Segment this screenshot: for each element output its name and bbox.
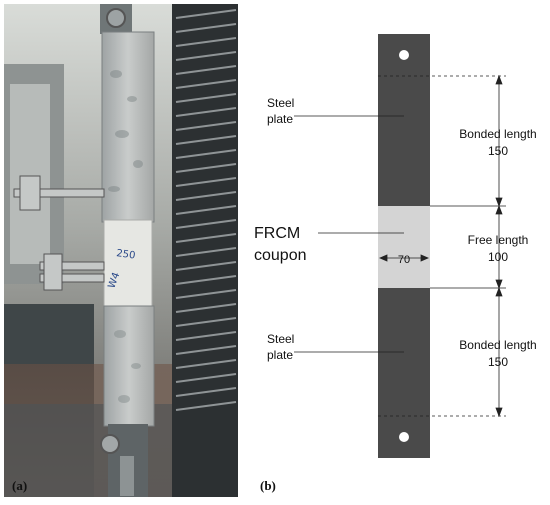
bonded-length-top-label: Bonded length xyxy=(459,127,536,141)
bonded-length-bottom-label: Bonded length xyxy=(459,338,536,352)
coupon-schematic: 70 Steel plate FRCM coupon Steel plate B… xyxy=(254,34,537,493)
test-setup-photo: 250 W4 (a) xyxy=(4,4,238,497)
width-dim-label: 70 xyxy=(398,254,410,266)
marking-w4: W4 xyxy=(106,271,122,290)
length-dimension-line xyxy=(495,74,503,418)
steel-plate-top-shape xyxy=(378,34,430,206)
bottom-bolt-hole xyxy=(399,432,409,442)
frcm-label-1: FRCM xyxy=(254,225,300,242)
frcm-label-2: coupon xyxy=(254,247,307,264)
extensometer xyxy=(13,175,105,291)
frcm-coupon-shape xyxy=(378,206,430,288)
bonded-length-top-value: 150 xyxy=(488,144,508,158)
frcm-coupon-photo xyxy=(103,219,153,309)
panel-b-label: (b) xyxy=(260,478,276,493)
bottom-steel-plate xyxy=(103,305,155,427)
bottom-grip-bolt xyxy=(100,434,120,454)
steel-plate-top-label-1: Steel xyxy=(267,96,294,110)
panel-a-label: (a) xyxy=(12,478,27,493)
top-steel-plate xyxy=(101,31,155,223)
marking-250: 250 xyxy=(116,248,136,262)
steel-plate-bottom-label-1: Steel xyxy=(267,332,294,346)
bonded-length-bottom-value: 150 xyxy=(488,355,508,369)
width-dimension xyxy=(378,254,430,262)
free-length-label: Free length xyxy=(468,233,529,247)
top-grip-bolt xyxy=(106,8,126,28)
top-bolt-hole xyxy=(399,50,409,60)
steel-plate-bottom-shape xyxy=(378,288,430,458)
machine-louvres xyxy=(175,9,237,411)
steel-plate-bottom-label-2: plate xyxy=(267,348,293,362)
steel-plate-top-label-2: plate xyxy=(267,112,293,126)
free-length-value: 100 xyxy=(488,250,508,264)
